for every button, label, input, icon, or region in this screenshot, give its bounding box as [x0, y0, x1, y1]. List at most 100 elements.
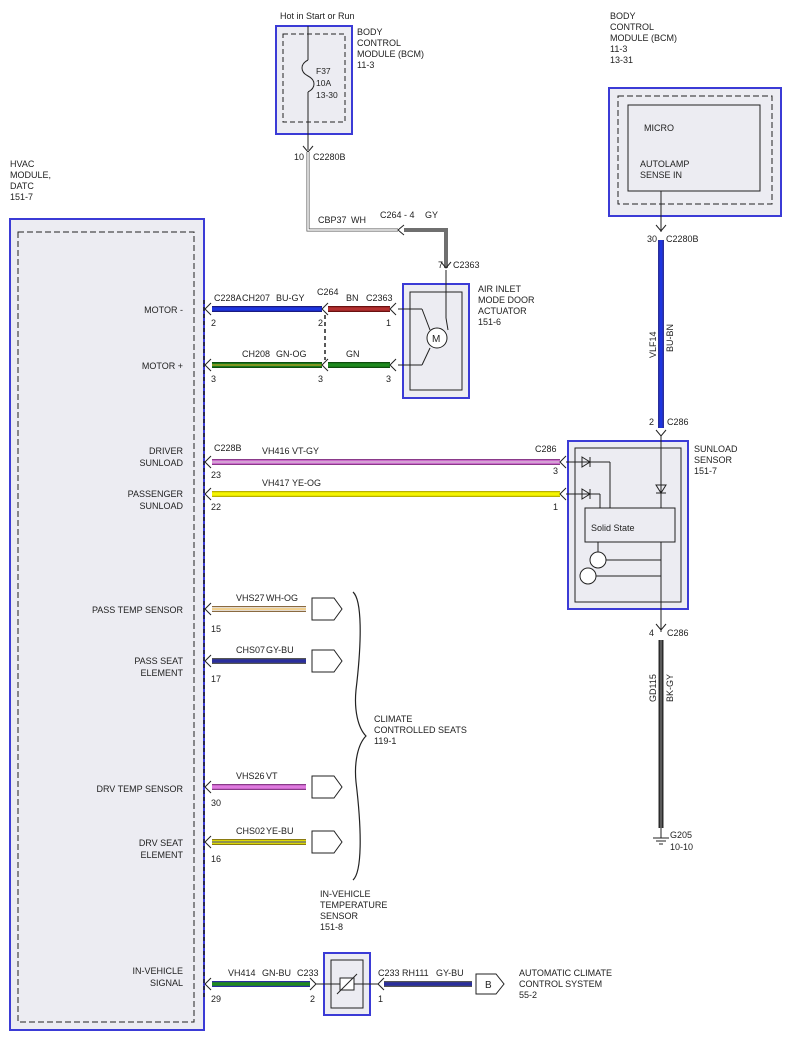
bcm-right-name-2: CONTROL: [610, 22, 654, 32]
actuator-pin7-connector: C2363: [453, 260, 480, 270]
actuator-name-2: MODE DOOR: [478, 295, 535, 305]
bcm-right-name-3: MODULE (BCM): [610, 33, 677, 43]
motor-lead-a: [421, 308, 431, 331]
bcm-top-box: [275, 25, 353, 135]
bcm-right-dashed: [617, 95, 773, 205]
vh417-color: YE-OG: [292, 478, 321, 488]
bcm-right-box: [608, 87, 782, 217]
bcm-top-name-4: 11-3: [357, 60, 374, 70]
motor-lead-c: [445, 317, 449, 331]
vlf14-color: BU-BN: [665, 324, 675, 352]
auto-climate-name-3: 55-2: [519, 990, 537, 1000]
seat-1-circuit: VHS27: [236, 593, 265, 603]
bcm-right-pin: 30: [647, 234, 657, 244]
bcm-micro-box: [627, 104, 761, 192]
vh417-circuit: VH417: [262, 478, 290, 488]
seat-4-color: YE-BU: [266, 826, 294, 836]
c2363-minus-pin: 1: [386, 318, 391, 328]
vlf14-circuit: VLF14: [648, 331, 658, 358]
ch208-color: GN-OG: [276, 349, 307, 359]
gd115-color: BK-GY: [665, 674, 675, 702]
actuator-name-3: ACTUATOR: [478, 306, 527, 316]
bcm-micro-label: MICRO: [644, 123, 674, 133]
splice-label: C264 - 4: [380, 210, 415, 220]
seat-1-pin-icon: [204, 602, 212, 616]
ground-ref: 10-10: [670, 842, 693, 852]
fuse-id: F37: [316, 66, 331, 76]
diode-driver-icon: [581, 456, 591, 468]
vlf14-connector: C286: [667, 417, 689, 427]
bcm-right-connector-icon: [655, 224, 667, 232]
c264-minus-pin: 2: [318, 318, 323, 328]
motor-plus-pin-icon: [204, 358, 212, 372]
diode-pass-icon: [581, 488, 591, 500]
c264-plus-icon: [321, 358, 329, 372]
bcm-top-pin: 10: [294, 152, 304, 162]
motor-icon: [426, 327, 448, 349]
seat-1-arrow-icon: [311, 597, 343, 621]
sunload-name-2: SENSOR: [694, 455, 733, 465]
signal-drv-seat-1: DRV SEAT: [139, 838, 184, 848]
c264-minus-icon: [321, 302, 329, 316]
motor-minus-pin: 2: [211, 318, 216, 328]
signal-pass-sunload-1: PASSENGER: [128, 489, 184, 499]
c286-pin1-icon: [559, 487, 567, 501]
signal-invehicle-1: IN-VEHICLE: [132, 966, 183, 976]
seat-1-color: WH-OG: [266, 593, 298, 603]
seat-3-arrow-icon: [311, 775, 343, 799]
fuse-ref: 13-30: [316, 90, 338, 100]
splice-color: GY: [425, 210, 438, 220]
c2363-plus-icon: [389, 358, 397, 372]
solid-state-box: [584, 507, 676, 543]
seat-3-color: VT: [266, 771, 278, 781]
ground-connector: C286: [667, 628, 689, 638]
invehicle-name-2: TEMPERATURE: [320, 900, 387, 910]
seat-2-pin: 17: [211, 674, 221, 684]
seat-2-arrow-icon: [311, 649, 343, 673]
gn-color: GN: [346, 349, 360, 359]
thermistor-slash: [336, 973, 358, 995]
signal-motor-minus: MOTOR -: [144, 305, 183, 315]
splice-connector-icon: [397, 224, 405, 236]
bn-color: BN: [346, 293, 359, 303]
bcm-top-name-3: MODULE (BCM): [357, 49, 424, 59]
ch207-circuit: CH207: [242, 293, 270, 303]
seat-1-pin: 15: [211, 624, 221, 634]
c2363-plus-pin: 3: [386, 374, 391, 384]
c2363-pin7-icon: [440, 261, 452, 269]
cbp37-circuit: CBP37: [318, 215, 347, 225]
ground-pin: 4: [649, 628, 654, 638]
signal-pass-seat-2: ELEMENT: [140, 668, 183, 678]
bcm-top-name-2: CONTROL: [357, 38, 401, 48]
c233-left-label: C233: [297, 968, 319, 978]
seat-2-circuit: CHS07: [236, 645, 265, 655]
ground-id: G205: [670, 830, 692, 840]
bcm-top-name-1: BODY: [357, 27, 383, 37]
vh416-color: VT-GY: [292, 446, 319, 456]
photodiode-icon-2: [579, 567, 597, 585]
sunload-name-3: 151-7: [694, 466, 717, 476]
signal-motor-plus: MOTOR +: [142, 361, 183, 371]
auto-climate-arrow-icon: [475, 973, 505, 995]
rh111-circuit: RH111: [402, 968, 429, 978]
c286-label: C286: [535, 444, 557, 454]
gy-wire: [404, 228, 448, 268]
pass-sunload-end-pin: 1: [553, 502, 558, 512]
hvac-name-3: DATC: [10, 181, 34, 191]
bcm-right-name-4: 11-3: [610, 44, 627, 54]
fuse-icon: [301, 59, 315, 93]
c233-left-icon: [309, 977, 317, 991]
hvac-name-1: HVAC: [10, 159, 35, 169]
c2363-label: C2363: [366, 293, 393, 303]
vh414-circuit: VH414: [228, 968, 256, 978]
invehicle-name-3: SENSOR: [320, 911, 359, 921]
actuator-inner: [409, 291, 463, 391]
sunload-sensor-inner: [574, 447, 682, 603]
fuse-rating: 10A: [316, 78, 331, 88]
pass-sunload-pin-icon: [204, 487, 212, 501]
actuator-name-1: AIR INLET: [478, 284, 522, 294]
signal-driver-sunload-1: DRIVER: [149, 446, 184, 456]
photodiode-icon-1: [589, 551, 607, 569]
invehicle-pin-icon: [204, 977, 212, 991]
bcm-autolamp-label: AUTOLAMP: [640, 159, 689, 169]
